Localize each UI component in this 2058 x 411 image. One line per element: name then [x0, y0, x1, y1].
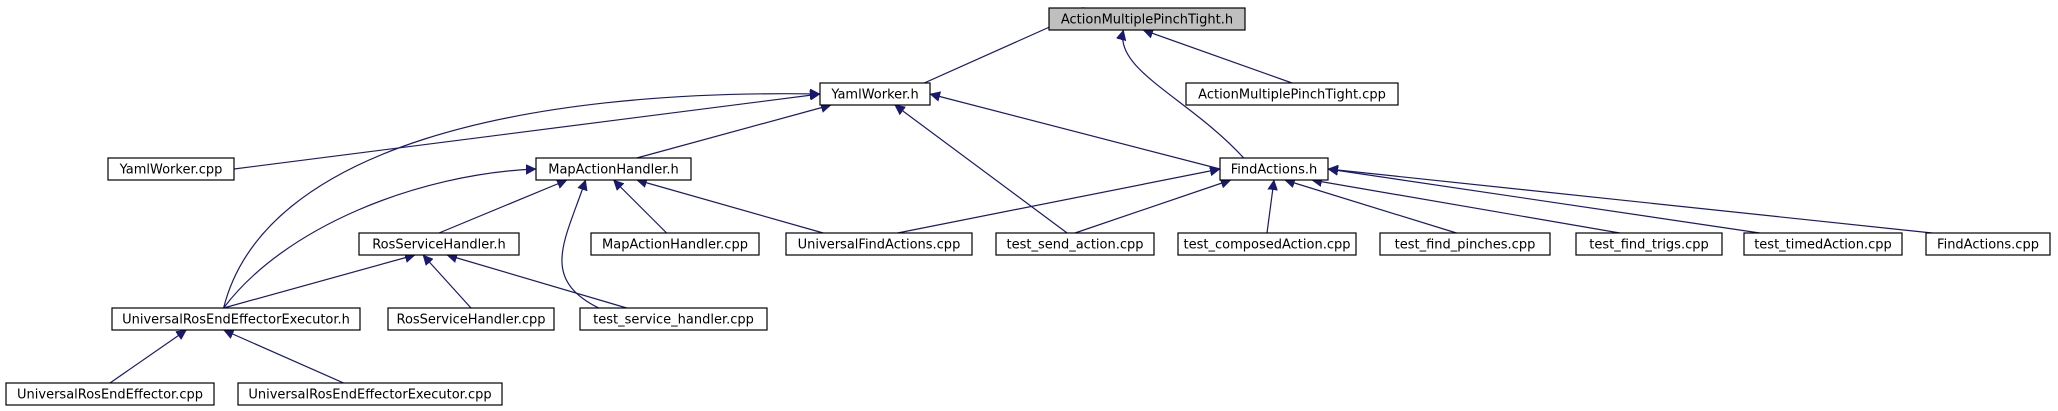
node-box: [111, 307, 361, 331]
node-box: [819, 82, 931, 106]
node-box: [995, 232, 1155, 256]
node-box: [1575, 232, 1723, 256]
node-box: [387, 307, 555, 331]
node-box: [535, 157, 692, 181]
node-label: UniversalRosEndEffectorExecutor.h: [122, 313, 350, 328]
node-universalrosendeffectorexecutor-h[interactable]: UniversalRosEndEffectorExecutor.h: [111, 307, 361, 331]
node-actionmultiplepinchtight-cpp[interactable]: ActionMultiplePinchTight.cpp: [1185, 82, 1399, 106]
edge-universalrosendeffectorexecutor-cpp-to-universalrosendeffectorexecutor-h: [224, 330, 344, 384]
node-box: [107, 157, 235, 181]
node-label: RosServiceHandler.cpp: [397, 313, 546, 328]
node-universalrosendeffectorexecutor-cpp[interactable]: UniversalRosEndEffectorExecutor.cpp: [237, 382, 503, 406]
node-box: [5, 382, 215, 406]
node-test-find-pinches-cpp[interactable]: test_find_pinches.cpp: [1379, 232, 1551, 256]
edge-findactions-cpp-to-findactions-h: [1328, 169, 1933, 234]
node-label: test_find_pinches.cpp: [1395, 238, 1536, 253]
node-yamlworker-cpp[interactable]: YamlWorker.cpp: [107, 157, 235, 181]
node-label: MapActionHandler.cpp: [602, 238, 748, 253]
node-test-send-action-cpp[interactable]: test_send_action.cpp: [995, 232, 1155, 256]
edge-findactions-h-to-actionmultiplepinchtight-h: [1123, 30, 1245, 159]
node-rosservicehandler-cpp[interactable]: RosServiceHandler.cpp: [387, 307, 555, 331]
edge-actionmultiplepinchtight-cpp-to-actionmultiplepinchtight-h: [1143, 30, 1293, 84]
node-test-composedaction-cpp[interactable]: test_composedAction.cpp: [1177, 232, 1357, 256]
node-test-service-handler-cpp[interactable]: test_service_handler.cpp: [579, 307, 768, 331]
node-box: [1379, 232, 1551, 256]
node-box: [579, 307, 768, 331]
edge-mapactionhandler-cpp-to-mapactionhandler-h: [613, 179, 668, 234]
node-label: UniversalRosEndEffector.cpp: [17, 388, 203, 403]
edge-rosservicehandler-cpp-to-rosservicehandler-h: [422, 255, 472, 309]
node-label: test_timedAction.cpp: [1754, 238, 1892, 253]
node-label: test_send_action.cpp: [1006, 238, 1143, 253]
node-label: test_composedAction.cpp: [1184, 238, 1351, 253]
node-label: FindActions.cpp: [1937, 238, 2039, 253]
edge-layer: [109, 8, 1933, 384]
edge-mapactionhandler-h-to-yamlworker-h: [636, 105, 831, 159]
edge-universalrosendeffectorexecutor-h-to-yamlworker-h: [223, 94, 820, 309]
node-actionmultiplepinchtight-h[interactable]: ActionMultiplePinchTight.h: [1048, 7, 1246, 31]
edge-findactions-h-to-yamlworker-h: [930, 94, 1221, 170]
edge-universalrosendeffectorexecutor-h-to-rosservicehandler-h: [223, 255, 415, 309]
edge-universalrosendeffectorexecutor-h-to-mapactionhandler-h: [223, 169, 536, 309]
node-label: test_find_trigs.cpp: [1589, 238, 1709, 253]
node-box: [1185, 82, 1399, 106]
node-label: UniversalFindActions.cpp: [798, 238, 961, 253]
node-test-find-trigs-cpp[interactable]: test_find_trigs.cpp: [1575, 232, 1723, 256]
node-test-timedaction-cpp[interactable]: test_timedAction.cpp: [1743, 232, 1903, 256]
edge-test-send-action-cpp-to-yamlworker-h: [895, 104, 1068, 234]
edge-test-send-action-cpp-to-findactions-h: [1074, 180, 1231, 234]
node-box: [590, 232, 760, 256]
node-label: ActionMultiplePinchTight.h: [1061, 13, 1233, 28]
node-label: UniversalRosEndEffectorExecutor.cpp: [248, 388, 491, 403]
node-yamlworker-h[interactable]: YamlWorker.h: [819, 82, 931, 106]
edge-universalfindactions-cpp-to-findactions-h: [897, 169, 1220, 234]
node-mapactionhandler-cpp[interactable]: MapActionHandler.cpp: [590, 232, 760, 256]
node-rosservicehandler-h[interactable]: RosServiceHandler.h: [358, 232, 520, 256]
node-box: [1219, 157, 1329, 181]
edge-universalrosendeffector-cpp-to-universalrosendeffectorexecutor-h: [109, 329, 186, 384]
node-universalrosendeffector-cpp[interactable]: UniversalRosEndEffector.cpp: [5, 382, 215, 406]
node-findactions-cpp[interactable]: FindActions.cpp: [1925, 232, 2051, 256]
node-label: YamlWorker.h: [830, 88, 918, 103]
node-label: ActionMultiplePinchTight.cpp: [1198, 88, 1386, 103]
edge-test-service-handler-cpp-to-mapactionhandler-h: [561, 180, 599, 309]
node-box: [358, 232, 520, 256]
node-label: RosServiceHandler.h: [372, 238, 506, 253]
node-label: YamlWorker.cpp: [119, 163, 223, 178]
node-box: [1177, 232, 1357, 256]
edge-test-composedaction-cpp-to-findactions-h: [1266, 180, 1274, 234]
node-label: test_service_handler.cpp: [593, 313, 754, 328]
node-label: MapActionHandler.h: [548, 163, 679, 178]
node-label: FindActions.h: [1231, 163, 1318, 178]
edge-universalfindactions-cpp-to-mapactionhandler-h: [637, 180, 824, 234]
edge-yamlworker-cpp-to-yamlworker-h: [233, 94, 820, 170]
node-box: [1925, 232, 2051, 256]
edge-test-service-handler-cpp-to-rosservicehandler-h: [447, 255, 627, 309]
node-findactions-h[interactable]: FindActions.h: [1219, 157, 1329, 181]
node-box: [785, 232, 973, 256]
edge-test-timedaction-cpp-to-findactions-h: [1328, 169, 1760, 234]
node-mapactionhandler-h[interactable]: MapActionHandler.h: [535, 157, 692, 181]
node-box: [1743, 232, 1903, 256]
node-universalfindactions-cpp[interactable]: UniversalFindActions.cpp: [785, 232, 973, 256]
edge-rosservicehandler-h-to-mapactionhandler-h: [438, 180, 567, 234]
edge-test-find-trigs-cpp-to-findactions-h: [1312, 180, 1620, 234]
edge-test-find-pinches-cpp-to-findactions-h: [1285, 180, 1457, 234]
node-box: [1048, 7, 1246, 31]
node-box: [237, 382, 503, 406]
